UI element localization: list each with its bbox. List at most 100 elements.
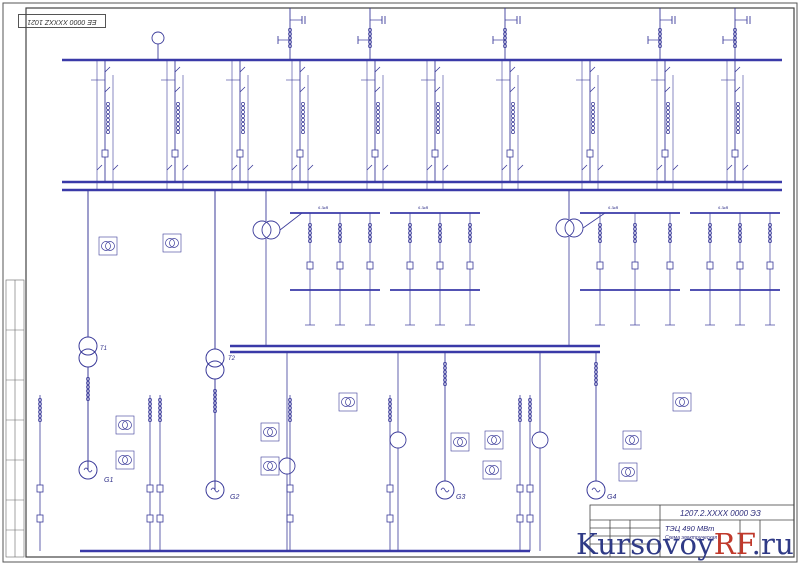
disconnector (366, 164, 373, 171)
disconnector (509, 86, 516, 93)
aux-section-3 (595, 213, 675, 326)
breaker (631, 261, 639, 270)
generator-bay-3 (156, 395, 164, 551)
disconnector (656, 164, 663, 171)
section-label-3: 6.3кВ (608, 205, 618, 210)
breaker (466, 261, 474, 270)
station-service-transformer-10 (115, 450, 135, 470)
line-terminal-1 (277, 8, 306, 60)
disconnector (247, 164, 254, 171)
inner-frame (25, 7, 795, 558)
generator-bay-5 (386, 395, 394, 551)
generator-symbol (586, 480, 606, 500)
generator-g1-label: G1 (104, 477, 113, 484)
station-service-transformer-4 (450, 432, 470, 452)
station-service-transformer-5 (482, 460, 502, 480)
disconnector (182, 164, 189, 171)
transformer-t2 (205, 190, 225, 490)
disconnector (589, 86, 596, 93)
breaker (101, 149, 109, 158)
disconnector (672, 164, 679, 171)
stamp-title: ТЭЦ 490 МВт (665, 524, 714, 533)
breaker (36, 514, 44, 523)
generator-g3-label: G3 (456, 494, 465, 501)
breaker (296, 149, 304, 158)
disconnector (239, 66, 246, 73)
line-feeders (91, 60, 749, 190)
breaker (386, 514, 394, 523)
disconnector (434, 86, 441, 93)
breaker (731, 149, 739, 158)
disconnector (742, 164, 749, 171)
disconnector (104, 66, 111, 73)
watermark-part1: Kursovoy (576, 527, 714, 561)
aux-section-4 (705, 213, 775, 326)
breaker (586, 149, 594, 158)
disconnector (239, 86, 246, 93)
disconnector (291, 164, 298, 171)
breaker (596, 261, 604, 270)
disconnector (442, 164, 449, 171)
line-terminal-5 (722, 8, 751, 60)
generator-bay-6 (516, 395, 524, 551)
stamp-code: 1207.2.XXXX 0000 ЭЗ (680, 509, 761, 518)
breaker (386, 484, 394, 493)
breaker (706, 261, 714, 270)
breaker (766, 261, 774, 270)
section-buses (290, 212, 780, 291)
station-service-transformer-6 (622, 430, 642, 450)
breaker (36, 484, 44, 493)
station-service-transformer-2 (162, 233, 182, 253)
generator-bay-2 (146, 395, 154, 551)
line-terminals (151, 8, 751, 60)
generator-symbol (435, 480, 455, 500)
breaker (526, 514, 534, 523)
breaker (526, 484, 534, 493)
disconnector (166, 164, 173, 171)
station-service-transformer-12 (260, 456, 280, 476)
disconnector (174, 86, 181, 93)
feeder-3 (226, 60, 254, 190)
breaker (516, 514, 524, 523)
site-watermark: KursovoyRF.ru (576, 527, 794, 561)
title-block (589, 504, 795, 558)
bay-transformer-1 (278, 352, 296, 551)
bay-transformer-3 (531, 352, 549, 551)
feeder-7 (496, 60, 524, 190)
disconnector (299, 66, 306, 73)
disconnector (734, 66, 741, 73)
breaker (736, 261, 744, 270)
breaker (336, 261, 344, 270)
section-label-4: 6.3кВ (718, 205, 728, 210)
breaker (406, 261, 414, 270)
breaker (171, 149, 179, 158)
aux-transformer-1 (252, 190, 303, 346)
disconnector (231, 164, 238, 171)
transformer-t1-label: T1 (100, 346, 107, 352)
disconnector (726, 164, 733, 171)
watermark-part2: RF (713, 527, 752, 561)
feeder-4 (286, 60, 314, 190)
transformer-t1 (78, 190, 98, 470)
line-terminal-3 (492, 8, 521, 60)
disconnector (374, 66, 381, 73)
voltage-transformer (151, 31, 165, 45)
breaker (661, 149, 669, 158)
watermark-part3: .ru (751, 527, 794, 561)
section-label-2: 6.3кВ (418, 205, 428, 210)
breaker (236, 149, 244, 158)
generator-bay-1 (36, 395, 44, 551)
aux-sections (98, 190, 775, 482)
disconnector (581, 164, 588, 171)
disconnector (299, 86, 306, 93)
generator-units (36, 352, 606, 551)
station-service-transformer-7 (672, 392, 692, 412)
feeder-10 (721, 60, 749, 190)
feeder-6 (421, 60, 449, 190)
breaker (436, 261, 444, 270)
breaker (146, 484, 154, 493)
transformer-t2-label: T2 (228, 356, 236, 362)
generator-unit-3 (435, 352, 455, 500)
bay-transformer-2 (389, 352, 407, 551)
